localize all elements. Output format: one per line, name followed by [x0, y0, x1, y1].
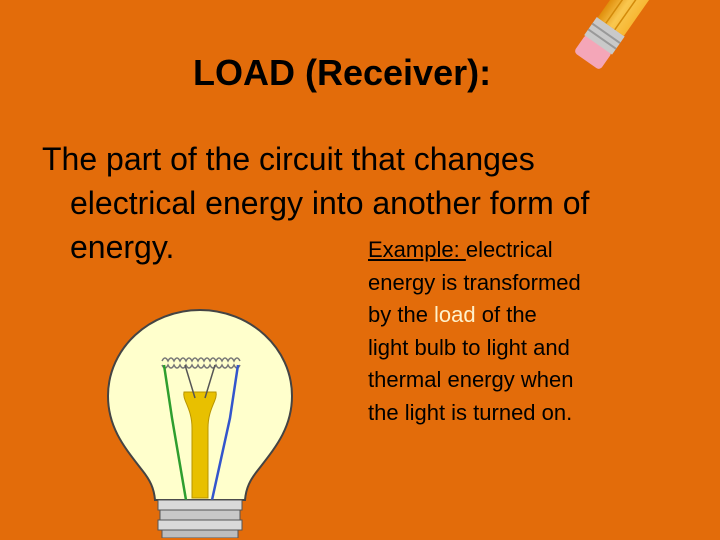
definition-text: The part of the circuit that changes ele… [42, 137, 702, 269]
example-line-1: Example: electrical [368, 234, 628, 267]
example-line-3-post: of the [475, 302, 537, 327]
definition-line-2: electrical energy into another form of [70, 185, 590, 221]
example-line-4: light bulb to light and [368, 334, 570, 360]
definition-line-1: The part of the circuit that changes [42, 141, 535, 177]
slide-title: LOAD (Receiver): [193, 52, 492, 93]
light-bulb-icon [106, 308, 294, 538]
example-line-6: the light is turned on. [368, 399, 573, 425]
definition-line-3: energy. [70, 229, 175, 265]
example-label: Example: [368, 237, 466, 262]
example-line-5: thermal energy when [368, 367, 574, 392]
example-line-3-pre: by the [368, 302, 435, 327]
example-line-1-rest: electrical [465, 237, 553, 262]
highlighted-word-load: load [434, 302, 476, 327]
example-line-3: by the load of the [368, 299, 628, 332]
example-line-2: energy is transformed [368, 269, 581, 295]
example-text: Example: electrical energy is transforme… [368, 234, 628, 429]
